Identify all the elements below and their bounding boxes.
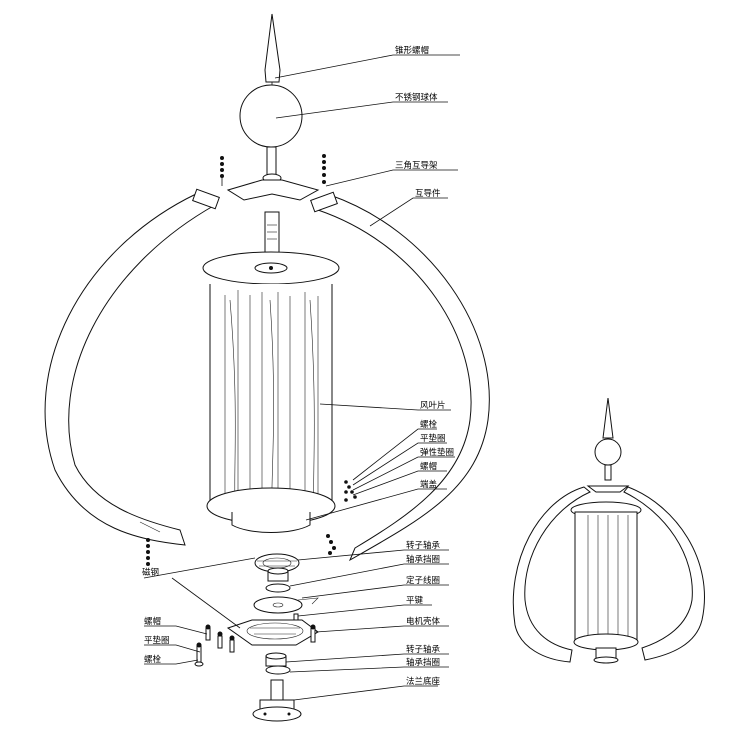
label-steel-ball: 不锈钢球体 xyxy=(395,92,438,103)
bearing-ring-2 xyxy=(265,665,291,675)
label-bearing-ring-2: 轴承挡圈 xyxy=(406,657,440,668)
label-cone-nut: 锥形螺帽 xyxy=(395,45,429,56)
label-end-cap: 端盖 xyxy=(420,479,438,490)
label-flange-base: 法兰底座 xyxy=(406,676,441,687)
label-tri-guide-frame: 三角互导架 xyxy=(395,160,438,171)
label-blade: 风叶片 xyxy=(420,400,446,411)
rotor-end-cap xyxy=(206,487,336,533)
flat-key xyxy=(293,613,299,621)
label-left-flat-washer: 平垫圈 xyxy=(144,635,170,646)
label-left-bolt: 螺栓 xyxy=(144,654,162,665)
label-left-nut: 螺帽 xyxy=(144,616,161,627)
flange-base xyxy=(252,679,302,722)
assembled-view xyxy=(512,397,705,664)
lower-bolt-stack-right xyxy=(326,534,336,555)
label-guide-piece: 互导件 xyxy=(415,188,441,199)
label-group: 锥形螺帽 不锈钢球体 三角互导架 互导件 风叶片 螺栓 平垫圈 弹性垫圈 螺帽 … xyxy=(142,45,454,687)
label-flat-key: 平键 xyxy=(406,595,424,606)
housing-bolts xyxy=(194,624,316,667)
rotor-bearing-1 xyxy=(267,567,289,582)
lower-bolt-stack-left xyxy=(146,538,150,566)
label-nut: 螺帽 xyxy=(420,461,437,472)
label-magnet: 磁钢 xyxy=(142,567,159,578)
label-motor-housing: 电机壳体 xyxy=(406,616,441,627)
stator-coil xyxy=(253,596,319,614)
leader-lines xyxy=(143,54,460,701)
rotor-blades xyxy=(209,284,333,523)
label-flat-washer: 平垫圈 xyxy=(420,433,446,444)
rotor-bearing-2 xyxy=(265,652,287,667)
label-spring-washer: 弹性垫圈 xyxy=(420,447,454,458)
label-bolt: 螺栓 xyxy=(420,419,438,430)
label-bearing-ring-1: 轴承挡圈 xyxy=(406,554,440,565)
label-rotor-bearing-1: 转子轴承 xyxy=(406,540,441,551)
motor-housing xyxy=(226,619,319,646)
steel-ball xyxy=(239,82,303,176)
side-bolt-stack xyxy=(344,480,357,502)
top-bolt-stack-right xyxy=(322,154,326,184)
top-bolt-stack-left xyxy=(220,156,224,186)
triangle-guide-frame xyxy=(192,173,338,213)
right-guide-arc xyxy=(317,194,490,562)
label-stator-coil: 定子线圈 xyxy=(406,575,440,586)
rotor-top-disc xyxy=(202,251,340,285)
left-guide-arc xyxy=(44,193,217,546)
bearing-ring-1 xyxy=(265,583,291,593)
cone-nut xyxy=(264,13,281,83)
label-rotor-bearing-2: 转子轴承 xyxy=(406,644,441,655)
